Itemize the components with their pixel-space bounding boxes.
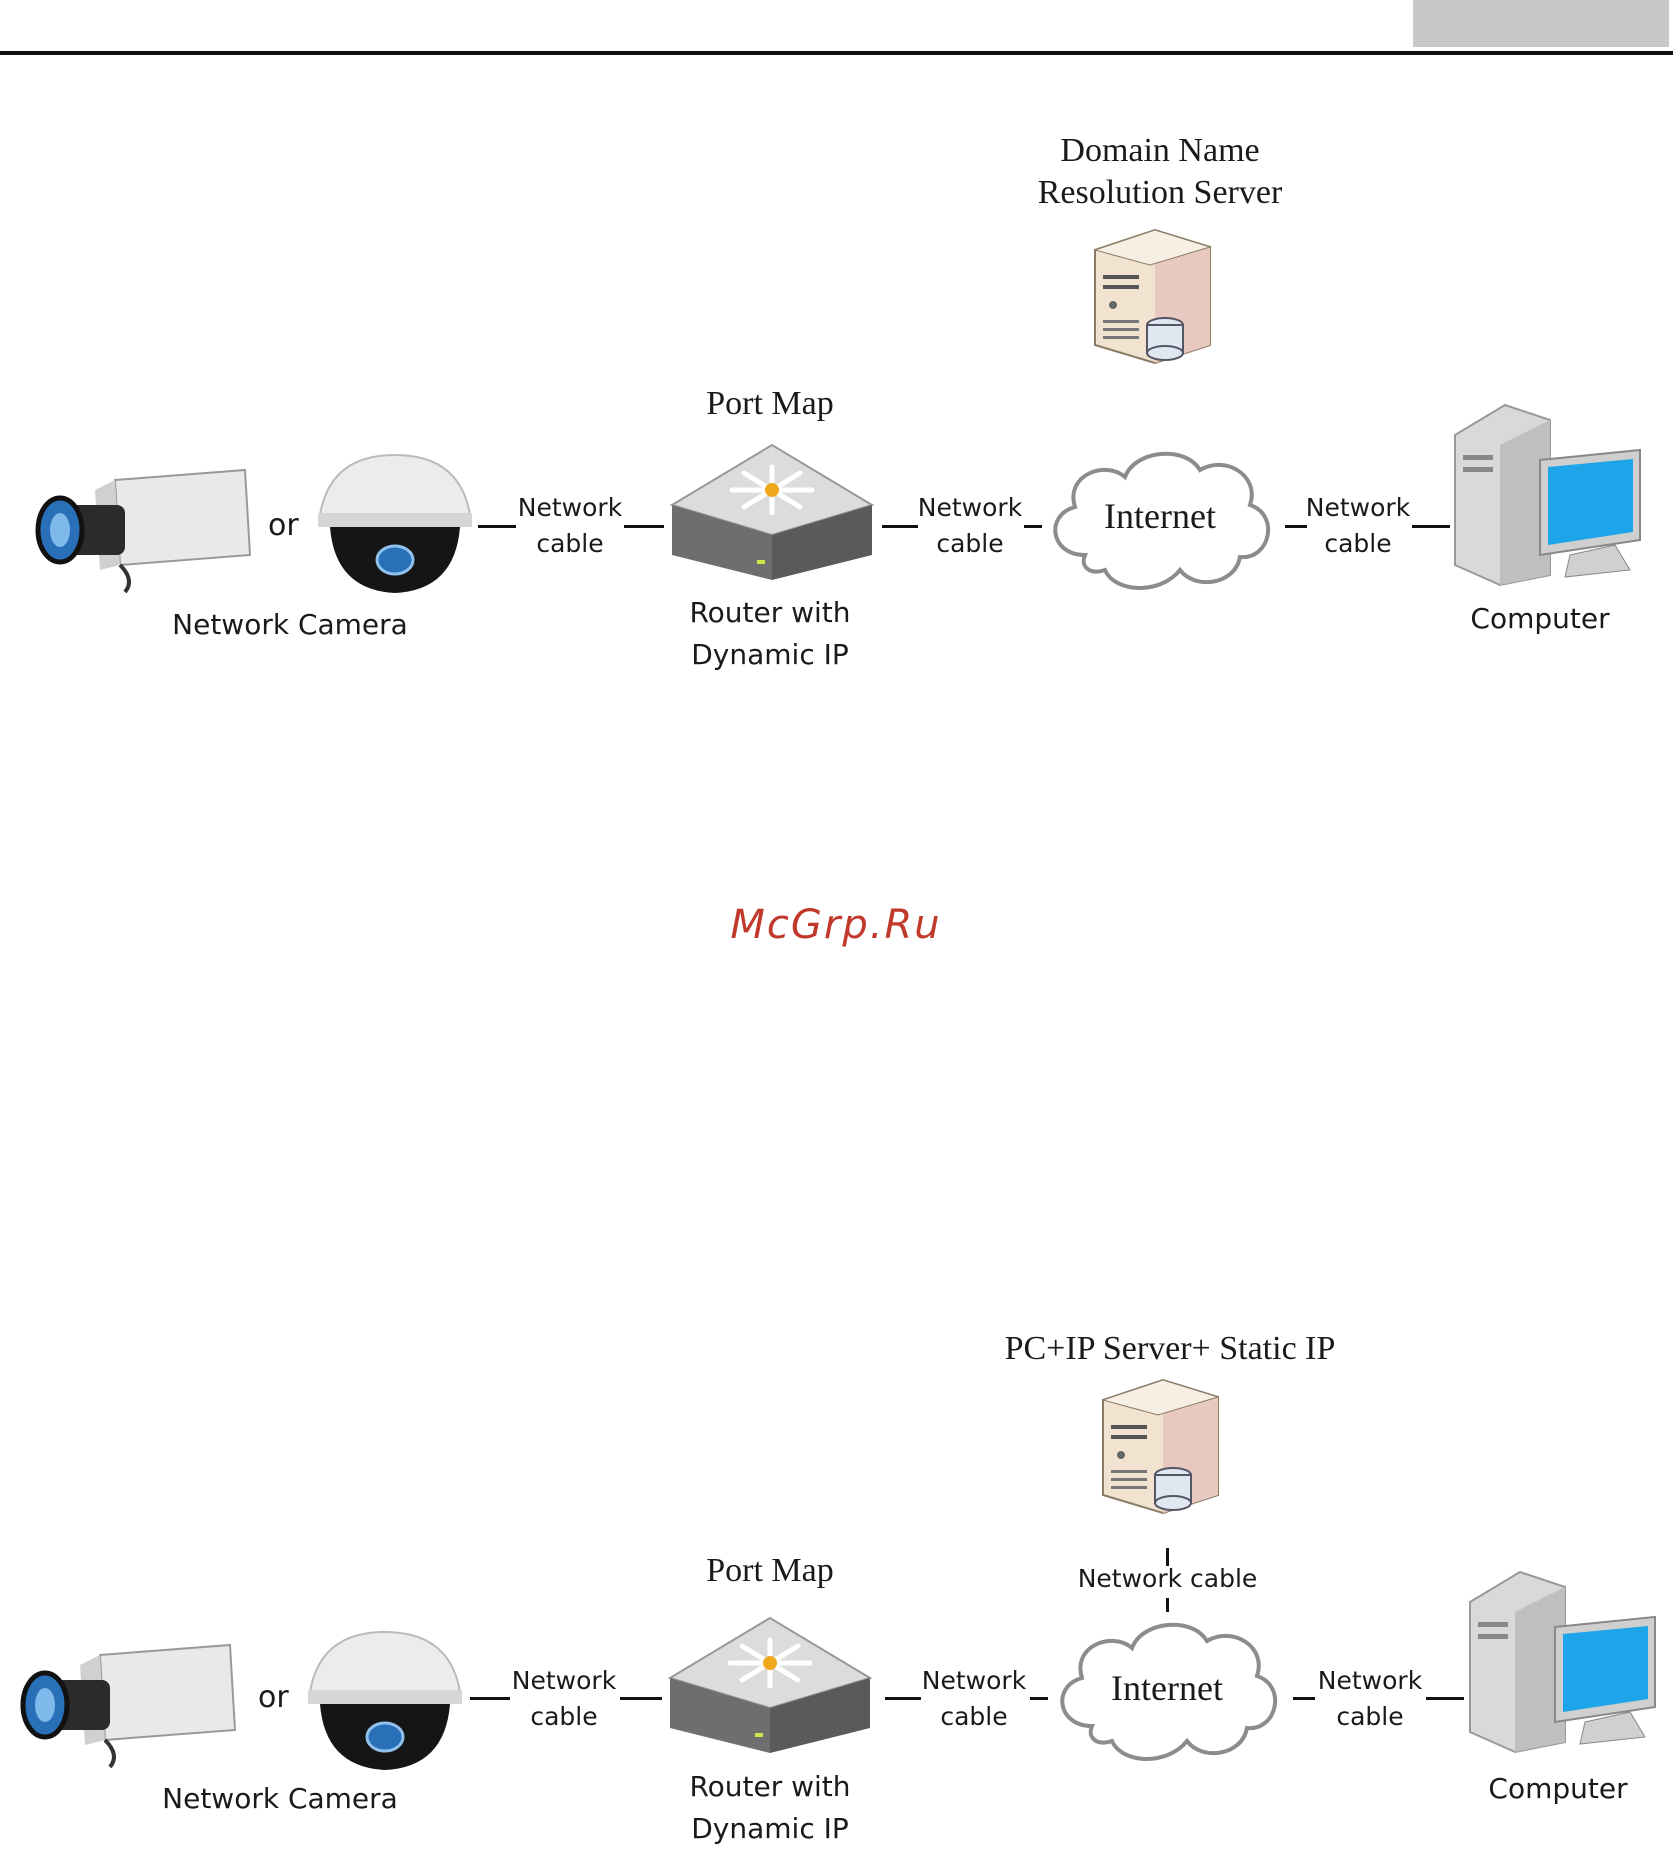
- router-icon: [670, 1618, 870, 1753]
- internet-label: Internet: [1075, 495, 1245, 537]
- cable-line: [1024, 525, 1042, 528]
- computer-label: Computer: [1458, 1772, 1658, 1805]
- dome-camera-icon: [310, 455, 480, 595]
- cable-label: Network cable: [1298, 490, 1418, 562]
- header-tab: [1413, 0, 1669, 47]
- internet-label: Internet: [1082, 1667, 1252, 1709]
- server-icon: [1085, 225, 1215, 365]
- diagram-bottom: PC+IP Server+ Static IP Network cable or…: [0, 1320, 1673, 1854]
- header-rule: [0, 51, 1673, 55]
- router-top-label: Port Map: [670, 385, 870, 423]
- camera-or: or: [258, 1680, 289, 1715]
- router-top-label: Port Map: [670, 1552, 870, 1590]
- cable-label: Network cable: [1310, 1663, 1430, 1735]
- computer-label: Computer: [1440, 602, 1640, 635]
- server-icon: [1093, 1375, 1223, 1515]
- cable-label: Network cable: [504, 1663, 624, 1735]
- box-camera-icon: [25, 470, 255, 600]
- router-bottom-label: Router with Dynamic IP: [660, 1766, 880, 1850]
- server-cable-label: Network cable: [1060, 1564, 1275, 1593]
- cable-line: [1412, 525, 1450, 528]
- computer-icon: [1470, 1572, 1660, 1752]
- cable-line: [620, 1697, 662, 1700]
- diagram-top: Domain Name Resolution Server or Network…: [0, 100, 1673, 700]
- dome-camera-icon: [300, 1632, 470, 1772]
- cable-label: Network cable: [510, 490, 630, 562]
- cable-line: [1030, 1697, 1048, 1700]
- router-icon: [672, 445, 872, 580]
- watermark: McGrp.Ru: [636, 902, 1036, 948]
- router-bottom-label: Router with Dynamic IP: [660, 592, 880, 676]
- server-label: Domain Name Resolution Server: [980, 130, 1340, 214]
- cable-line: [1426, 1697, 1464, 1700]
- cable-line: [624, 525, 664, 528]
- computer-icon: [1455, 405, 1645, 585]
- cable-label: Network cable: [910, 490, 1030, 562]
- server-cable-line: [1166, 1598, 1169, 1612]
- camera-or: or: [268, 508, 299, 543]
- server-label: PC+IP Server+ Static IP: [960, 1330, 1380, 1368]
- box-camera-icon: [10, 1645, 240, 1775]
- camera-label: Network Camera: [140, 608, 440, 641]
- cable-label: Network cable: [914, 1663, 1034, 1735]
- camera-label: Network Camera: [130, 1782, 430, 1815]
